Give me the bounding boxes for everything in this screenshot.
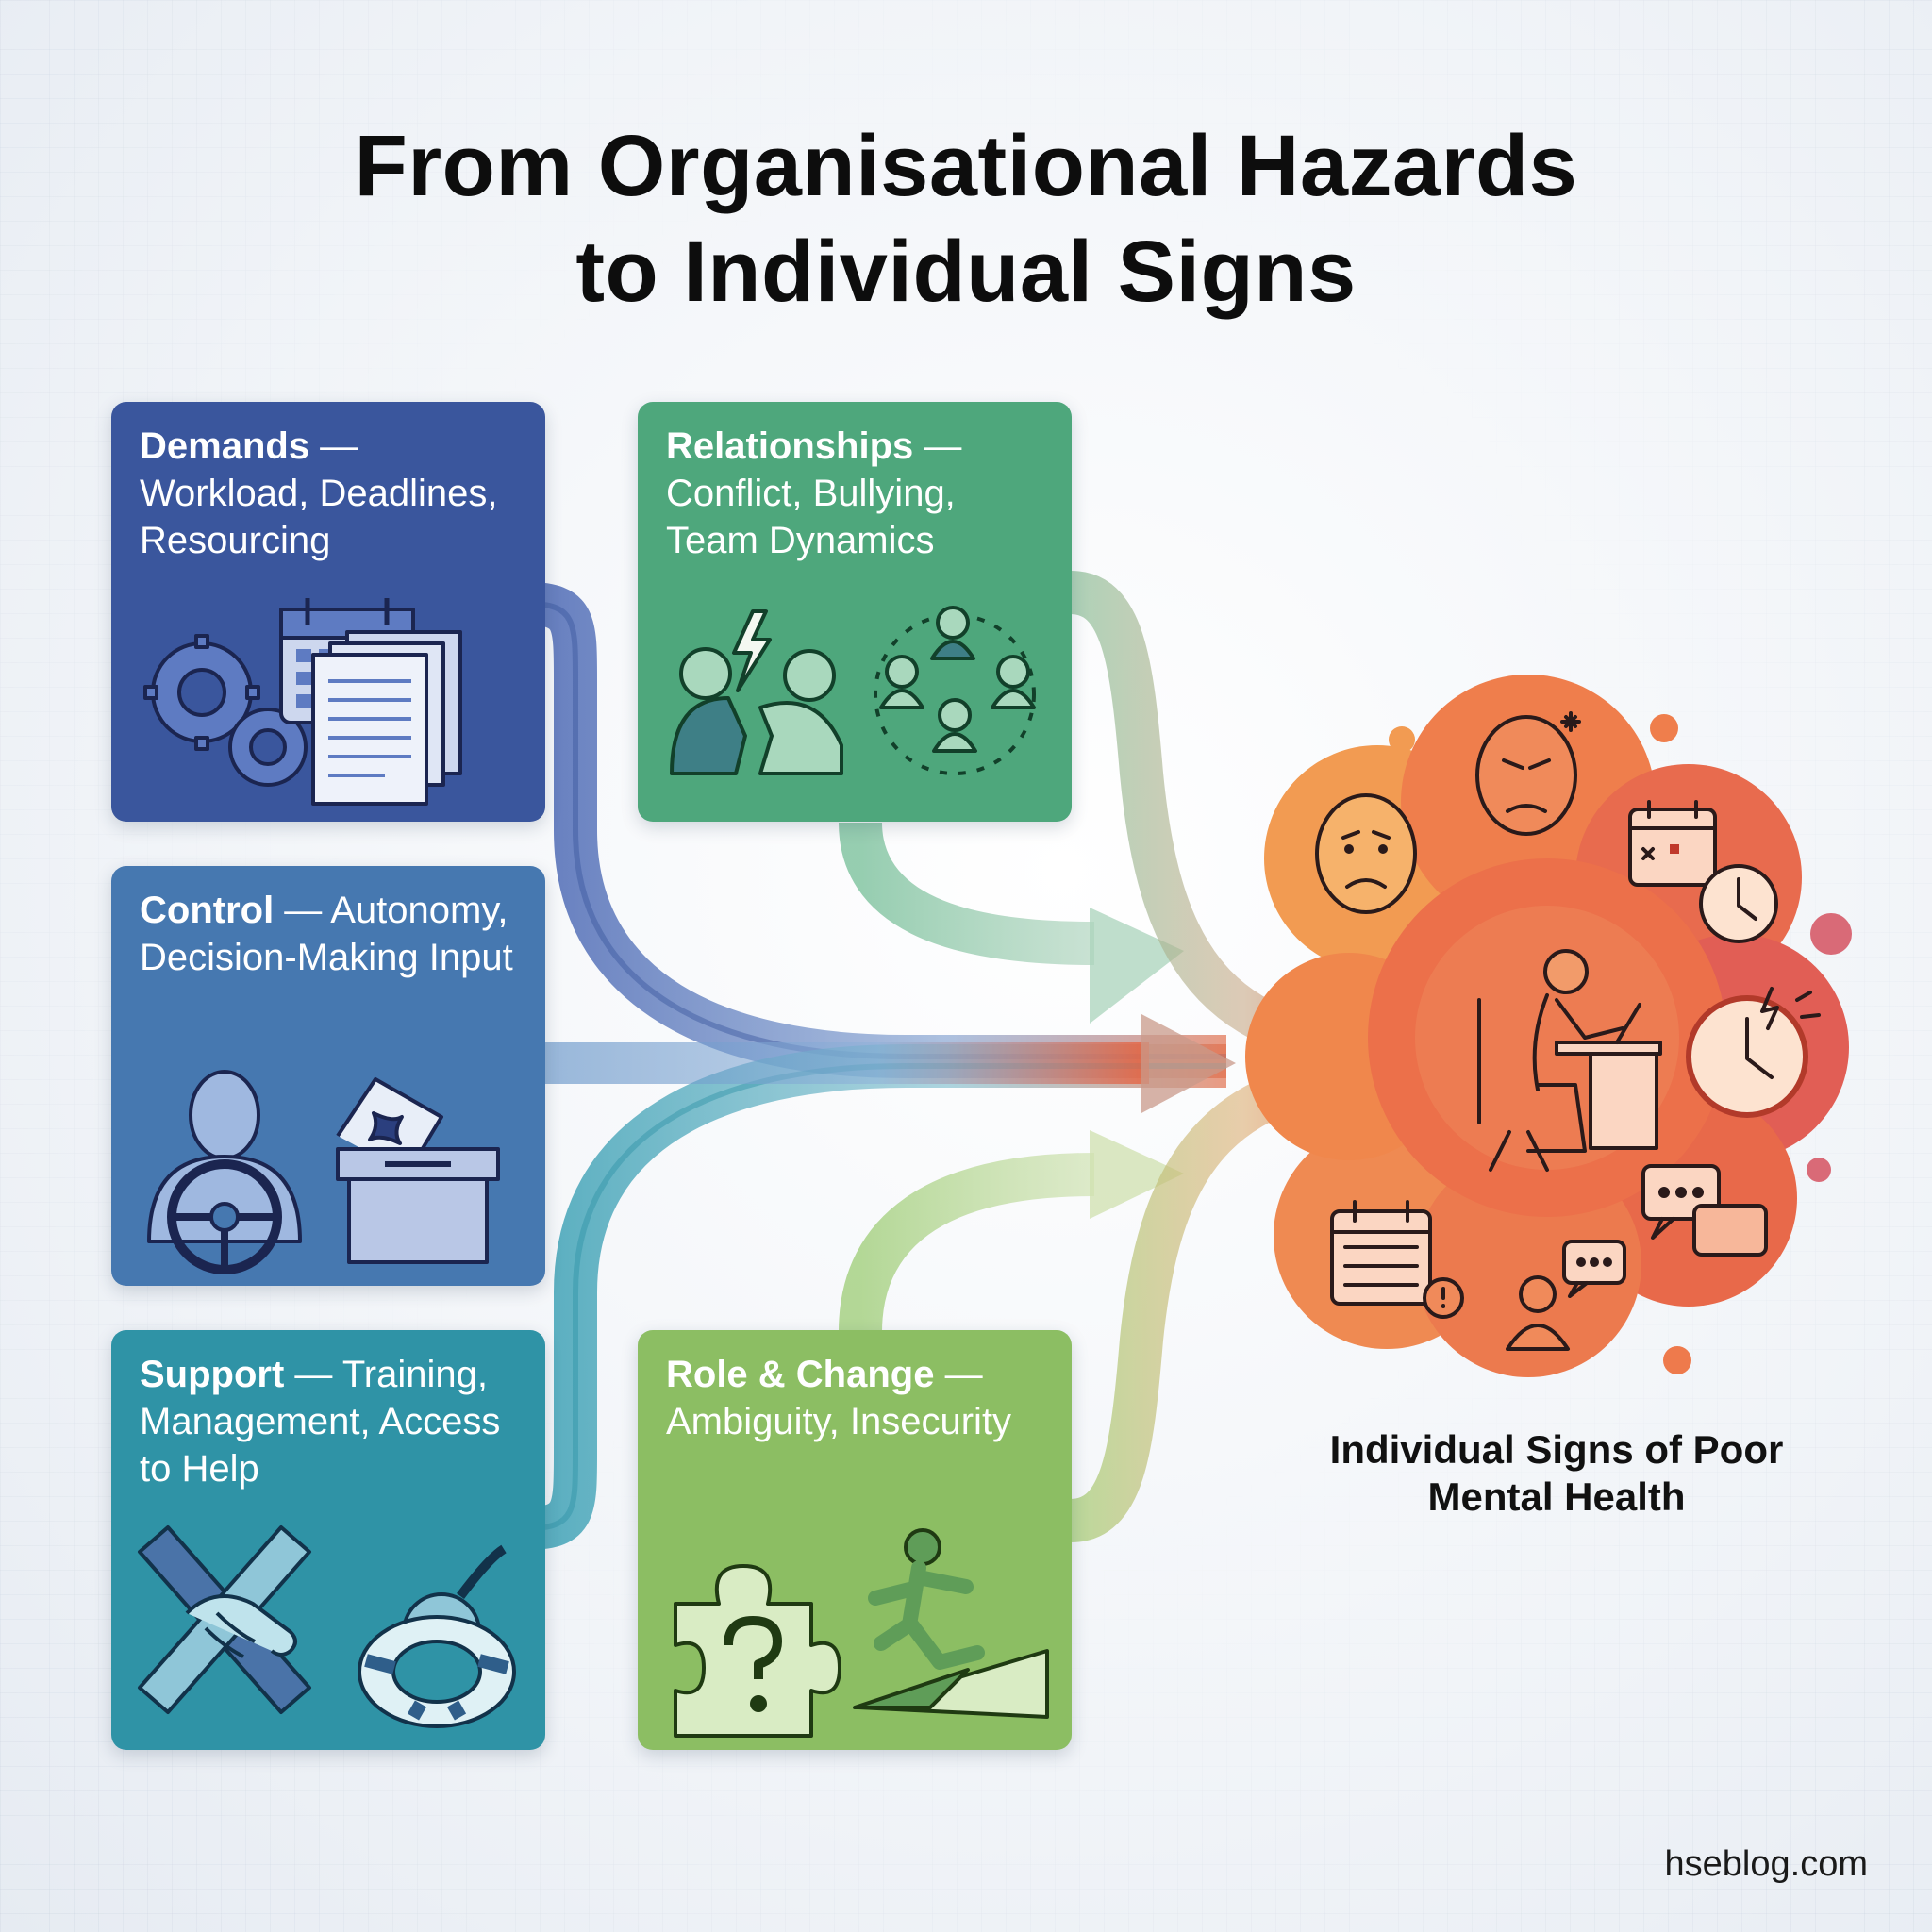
hazard-heading: Demands bbox=[140, 425, 310, 467]
arrowhead-control bbox=[1141, 1014, 1236, 1113]
hazard-card-relationships-text: Relationships — Conflict, Bullying, Team… bbox=[666, 423, 1053, 564]
ballot-box-icon bbox=[336, 1077, 500, 1264]
hazard-card-control-text: Control — Autonomy, Decision-Making Inpu… bbox=[140, 887, 526, 981]
signs-label: Individual Signs of Poor Mental Health bbox=[1329, 1427, 1784, 1519]
gears-icon bbox=[143, 634, 308, 787]
chat-bubbles-icon bbox=[1641, 1164, 1768, 1257]
hazard-card-demands: Demands — Workload, Deadlines, Resourcin… bbox=[111, 402, 545, 822]
hazard-card-support-text: Support — Training, Management, Access t… bbox=[140, 1351, 526, 1492]
title-line-2: to Individual Signs bbox=[575, 224, 1357, 320]
hazard-detail: Workload, Deadlines, Resourcing bbox=[140, 473, 498, 561]
flow-role bbox=[839, 1153, 1095, 1333]
page-title: From Organisational Hazards to Individua… bbox=[0, 113, 1932, 325]
conflict-people-icon bbox=[670, 609, 843, 775]
lifebuoy-icon bbox=[358, 1544, 516, 1728]
broken-clock-icon bbox=[1686, 987, 1821, 1118]
flow-control bbox=[545, 1042, 1149, 1084]
hazard-card-demands-text: Demands — Workload, Deadlines, Resourcin… bbox=[140, 423, 526, 564]
hazard-heading: Control bbox=[140, 890, 275, 931]
handshake-icon bbox=[138, 1525, 311, 1714]
hazard-heading: Relationships bbox=[666, 425, 914, 467]
hazard-dash: — bbox=[934, 1354, 983, 1395]
hazard-card-relationships: Relationships — Conflict, Bullying, Team… bbox=[638, 402, 1072, 822]
calendar-missed-icon bbox=[1628, 800, 1717, 887]
documents-icon bbox=[311, 630, 462, 806]
person-steering-wheel-icon bbox=[147, 1070, 302, 1274]
hazard-dash: — bbox=[284, 1354, 342, 1395]
arrowhead-role bbox=[1090, 1130, 1184, 1219]
hazard-detail: Training, Management, Access to Help bbox=[140, 1354, 501, 1490]
hazard-detail: Ambiguity, Insecurity bbox=[666, 1401, 1012, 1442]
hazard-dash: — bbox=[309, 425, 358, 467]
hazard-heading: Role & Change bbox=[666, 1354, 935, 1395]
hazard-detail: Autonomy, Decision-Making Input bbox=[140, 890, 513, 978]
hazard-detail: Conflict, Bullying, Team Dynamics bbox=[666, 473, 956, 561]
angry-face-icon bbox=[1475, 711, 1581, 836]
flow-relationships bbox=[839, 821, 1095, 965]
sad-face-icon bbox=[1315, 793, 1417, 914]
hazard-card-control: Control — Autonomy, Decision-Making Inpu… bbox=[111, 866, 545, 1286]
stressed-worker-icon bbox=[1477, 949, 1662, 1172]
hazard-card-support: Support — Training, Management, Access t… bbox=[111, 1330, 545, 1750]
calendar-alert-icon bbox=[1330, 1200, 1464, 1319]
footer-source: hseblog.com bbox=[1664, 1844, 1868, 1884]
clock-icon bbox=[1699, 864, 1778, 943]
hazard-heading: Support bbox=[140, 1354, 285, 1395]
hazard-card-role-change: Role & Change — Ambiguity, Insecurity bbox=[638, 1330, 1072, 1750]
isolated-person-icon bbox=[1506, 1240, 1626, 1351]
puzzle-question-icon bbox=[674, 1564, 841, 1738]
hazard-dash: — bbox=[913, 425, 962, 467]
hazard-dash: — bbox=[274, 890, 331, 931]
arrowhead-relationships bbox=[1090, 908, 1184, 1024]
team-circle-icon bbox=[874, 606, 1036, 775]
person-climbing-icon bbox=[853, 1528, 1049, 1719]
title-line-1: From Organisational Hazards bbox=[354, 118, 1578, 214]
hazard-card-role-change-text: Role & Change — Ambiguity, Insecurity bbox=[666, 1351, 1053, 1445]
